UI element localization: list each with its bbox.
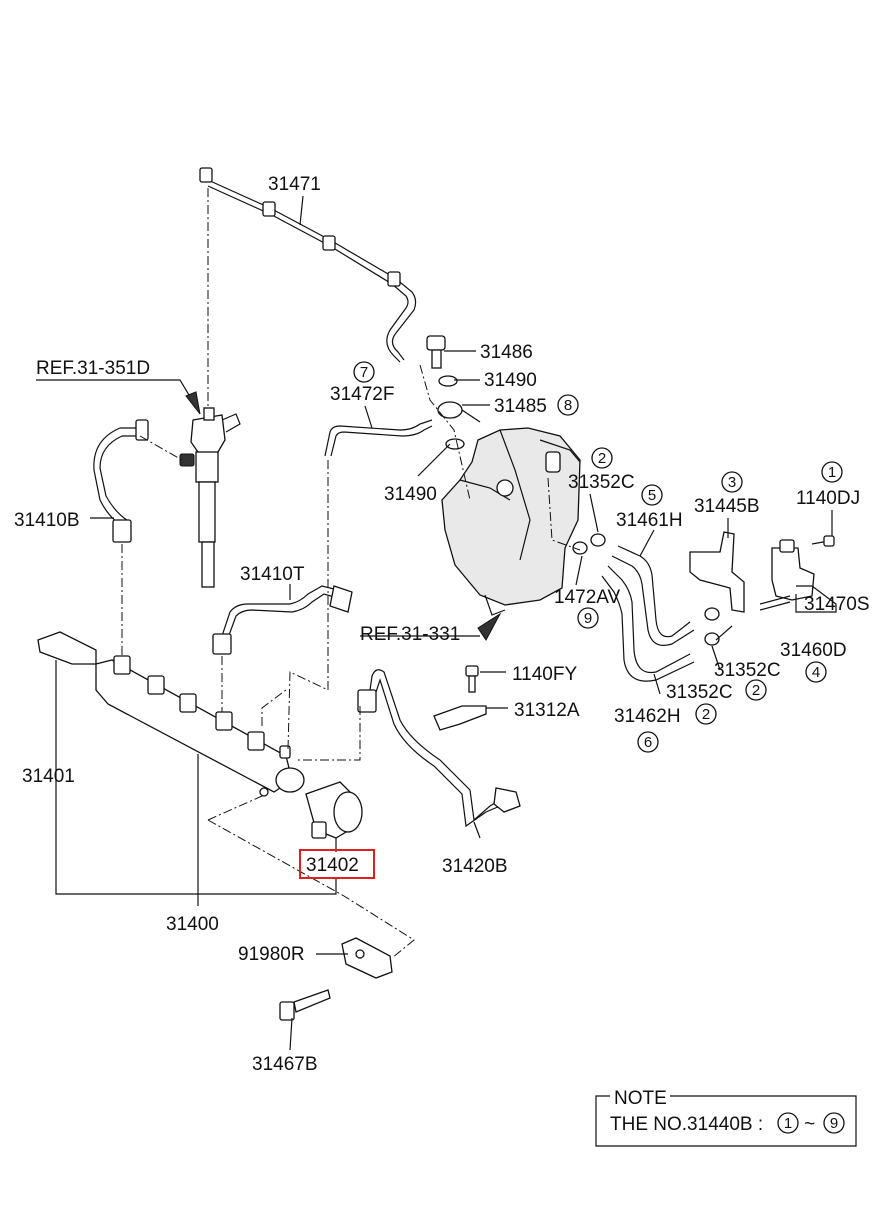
circle-2-b: 2 (745, 679, 767, 701)
svg-text:2: 2 (598, 450, 606, 467)
label-31410b[interactable]: 31410B (14, 510, 80, 531)
label-1472av[interactable]: 1472AV (554, 587, 621, 608)
sensor-31401 (37, 631, 97, 665)
circle-2-a: 2 (591, 447, 613, 469)
label-ref-31331[interactable]: REF.31-331 (360, 624, 460, 645)
bracket-91980r (341, 937, 393, 979)
pipe-31472f (324, 419, 433, 457)
label-31352c-lower[interactable]: 31352C (666, 682, 733, 703)
pipe-31410b (93, 419, 149, 543)
circle-8: 8 (557, 394, 579, 416)
svg-text:6: 6 (644, 734, 652, 751)
label-31401[interactable]: 31401 (22, 766, 75, 787)
alignment-lines (121, 188, 581, 959)
svg-text:3: 3 (728, 474, 736, 491)
ref-31351d-leader (36, 379, 196, 406)
label-31462h[interactable]: 31462H (614, 706, 681, 727)
clip-31312a (433, 665, 487, 731)
note-from: 1 (784, 1115, 792, 1132)
injector (179, 407, 241, 588)
label-31471[interactable]: 31471 (268, 174, 321, 195)
circle-4: 4 (805, 661, 827, 683)
return-line-31471 (199, 167, 417, 363)
svg-text:1: 1 (828, 464, 836, 481)
svg-text:5: 5 (648, 487, 656, 504)
label-31312a[interactable]: 31312A (514, 700, 580, 721)
note-to: 9 (830, 1115, 838, 1132)
bolt-31467b (279, 989, 331, 1021)
label-91980r[interactable]: 91980R (238, 944, 305, 965)
label-31420b[interactable]: 31420B (442, 856, 508, 877)
circle-3: 3 (721, 471, 743, 493)
circle-2-c: 2 (695, 703, 717, 725)
valve-31470s (759, 535, 835, 611)
label-31467b[interactable]: 31467B (252, 1054, 318, 1075)
high-pressure-pump (441, 427, 581, 616)
bracket-31445b (689, 531, 745, 613)
circle-7: 7 (353, 361, 375, 383)
svg-text:9: 9 (584, 610, 592, 627)
pipe-31410t (212, 585, 353, 655)
svg-text:2: 2 (702, 706, 710, 723)
svg-text:7: 7 (360, 364, 368, 381)
label-1140dj[interactable]: 1140DJ (796, 488, 860, 509)
label-31410t[interactable]: 31410T (240, 564, 305, 585)
circle-6: 6 (637, 731, 659, 753)
common-rail-31400 (95, 655, 305, 797)
label-31460d[interactable]: 31460D (780, 640, 847, 661)
label-31352c-right[interactable]: 31352C (714, 660, 781, 681)
label-31445b[interactable]: 31445B (694, 496, 760, 517)
label-ref-31351d[interactable]: REF.31-351D (36, 358, 150, 379)
label-31486[interactable]: 31486 (480, 342, 533, 363)
label-31402[interactable]: 31402 (306, 855, 359, 876)
circle-5: 5 (641, 484, 663, 506)
note-text: THE NO.31440B : (610, 1114, 763, 1135)
label-31472f[interactable]: 31472F (330, 384, 394, 405)
label-31485[interactable]: 31485 (494, 396, 547, 417)
label-31470s[interactable]: 31470S (804, 594, 870, 615)
pressure-regulator-31402 (305, 781, 363, 839)
svg-text:8: 8 (564, 397, 572, 414)
circle-1: 1 (821, 461, 843, 483)
highlight-box-31402 (299, 849, 375, 879)
note-tilde: ~ (804, 1114, 815, 1135)
circle-9: 9 (577, 607, 599, 629)
banjo-fitting (426, 335, 481, 450)
note-box: NOTE THE NO.31440B : 1 ~ 9 (595, 1088, 857, 1147)
label-31490-top[interactable]: 31490 (484, 370, 537, 391)
leader-lines (55, 195, 837, 1051)
label-31400[interactable]: 31400 (166, 914, 219, 935)
clamps-31352c (572, 533, 720, 646)
label-31461h[interactable]: 31461H (616, 510, 683, 531)
hoses-31461h-31462h (601, 545, 695, 682)
label-31352c-top[interactable]: 31352C (568, 472, 635, 493)
ref-31331-arrowhead (477, 612, 502, 641)
ref-31351d-arrowhead (185, 391, 201, 415)
pipe-31420b (357, 669, 521, 828)
svg-text:2: 2 (752, 682, 760, 699)
label-1140fy[interactable]: 1140FY (512, 664, 577, 685)
note-title: NOTE (614, 1088, 667, 1109)
svg-text:4: 4 (812, 664, 820, 681)
label-31490-bottom[interactable]: 31490 (384, 484, 437, 505)
